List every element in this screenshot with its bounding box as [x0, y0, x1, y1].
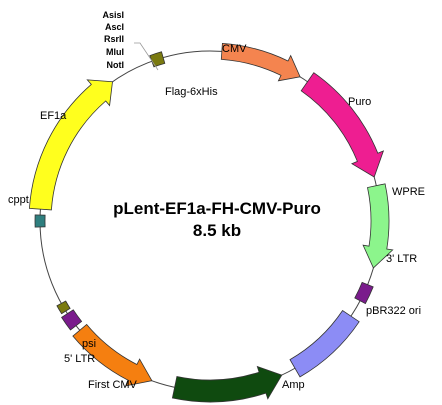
site-label: NotI	[107, 60, 125, 70]
flag-6xhis-box	[149, 51, 166, 68]
site-label: MluI	[106, 47, 124, 57]
restriction-site-leader	[134, 42, 159, 71]
site-label: AscI	[105, 22, 124, 32]
pbr322-ori-box	[289, 309, 360, 378]
plasmid-name: pLent-EF1a-FH-CMV-Puro	[113, 199, 321, 218]
site-label: RsrII	[104, 34, 124, 44]
label-ltr3: 3' LTR	[386, 253, 417, 265]
ltr5-box	[61, 309, 83, 331]
label-ltr5: 5' LTR	[64, 353, 95, 365]
label-pbr322: pBR322 ori	[366, 305, 421, 317]
plasmid-size: 8.5 kb	[193, 221, 241, 240]
amp-gene-arrow	[171, 365, 283, 403]
label-amp: Amp	[282, 379, 305, 391]
label-first-cmv: First CMV	[88, 379, 138, 391]
label-cmv: CMV	[222, 43, 247, 55]
ltr3-box	[354, 281, 374, 305]
label-psi: psi	[82, 338, 96, 350]
psi-box	[56, 300, 71, 315]
cppt-box	[34, 214, 46, 228]
label-flag: Flag-6xHis	[165, 86, 218, 98]
puro-gene-arrow	[300, 72, 385, 178]
cmv-promoter-arrow	[220, 42, 301, 82]
ef1a-promoter-arrow	[28, 79, 113, 211]
label-ef1a: EF1a	[40, 110, 67, 122]
first-cmv-arrow	[72, 323, 153, 387]
label-wpre: WPRE	[392, 186, 425, 198]
wpre-arrow	[362, 183, 394, 269]
site-label: AsisI	[102, 10, 124, 20]
label-cppt: cppt	[8, 194, 29, 206]
label-puro: Puro	[348, 96, 371, 108]
